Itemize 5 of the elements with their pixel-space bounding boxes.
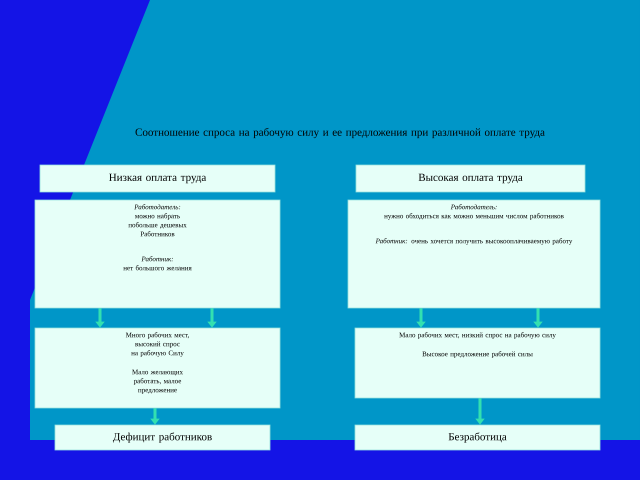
- heading-box: Дефицит работников: [54, 424, 270, 450]
- heading-box: Низкая оплата труда: [40, 164, 276, 192]
- heading-box: Безработица: [354, 424, 600, 450]
- heading-box: Высокая оплата труда: [356, 164, 586, 192]
- title: Соотношение спроса на рабочую силу и ее предложения при различной оплате труда: [136, 128, 545, 138]
